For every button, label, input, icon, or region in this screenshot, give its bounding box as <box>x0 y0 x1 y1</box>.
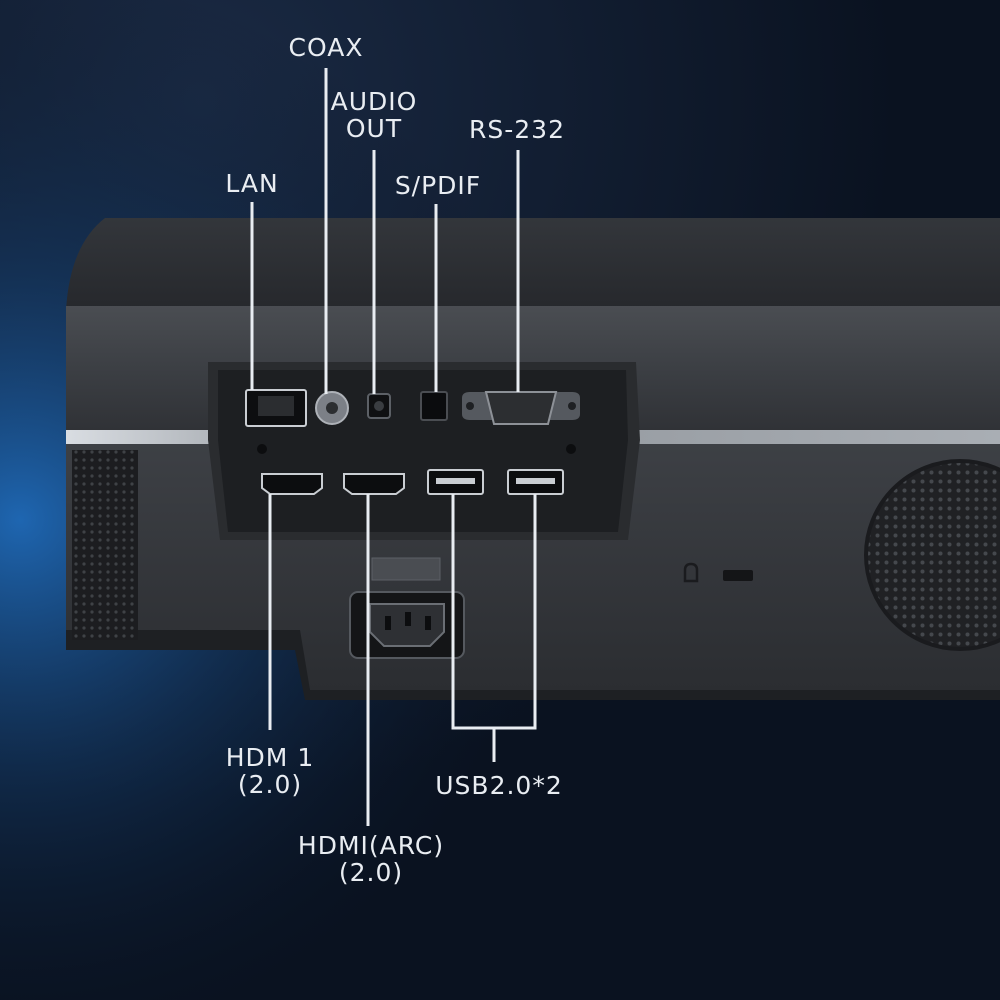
label-audio-out-line1: AUDIO <box>330 87 418 116</box>
label-hdmi-arc: HDMI(ARC) (2.0) <box>282 832 460 886</box>
rating-plate <box>371 557 441 581</box>
label-usb: USB2.0*2 <box>418 772 580 799</box>
ethernet-port-icon <box>245 389 307 427</box>
label-usb-line1: USB2.0*2 <box>435 771 563 800</box>
label-hdmi-arc-line2: (2.0) <box>338 858 404 887</box>
label-audio-out: AUDIO OUT <box>318 88 430 142</box>
panel-screw-right <box>566 444 576 454</box>
label-spdif: S/PDIF <box>378 172 498 199</box>
label-coax: COAX <box>270 34 382 61</box>
usb-port-icon <box>427 469 484 495</box>
hdmi-arc-port-icon <box>343 473 405 495</box>
coax-port-icon <box>315 391 349 425</box>
label-lan: LAN <box>206 170 298 197</box>
label-rs232-line1: RS-232 <box>469 115 565 144</box>
label-rs232: RS-232 <box>452 116 582 143</box>
usb-port-icon-2 <box>507 469 564 495</box>
speaker-grille-icon <box>864 459 1000 651</box>
panel-screw-left <box>257 444 267 454</box>
label-spdif-line1: S/PDIF <box>394 171 482 200</box>
device-base <box>66 630 1000 700</box>
leader-lines <box>250 68 537 826</box>
lock-icon <box>683 562 699 583</box>
serial-port-icon <box>462 391 580 425</box>
label-coax-line1: COAX <box>288 33 364 62</box>
label-lan-line1: LAN <box>225 169 279 198</box>
hdmi-port-icon <box>261 473 323 495</box>
label-hdmi1-line2: (2.0) <box>237 770 303 799</box>
power-socket-icon <box>349 591 465 659</box>
label-hdmi-arc-line1: HDMI(ARC) <box>297 831 445 860</box>
label-audio-out-line2: OUT <box>345 114 403 143</box>
label-hdmi1-line1: HDM 1 <box>225 743 315 772</box>
left-speaker-grille <box>72 450 138 640</box>
device-top <box>66 218 1000 310</box>
optical-port-icon <box>420 391 448 421</box>
kensington-slot <box>723 570 753 581</box>
audio-jack-icon <box>367 393 391 419</box>
label-hdmi1: HDM 1 (2.0) <box>206 744 334 798</box>
